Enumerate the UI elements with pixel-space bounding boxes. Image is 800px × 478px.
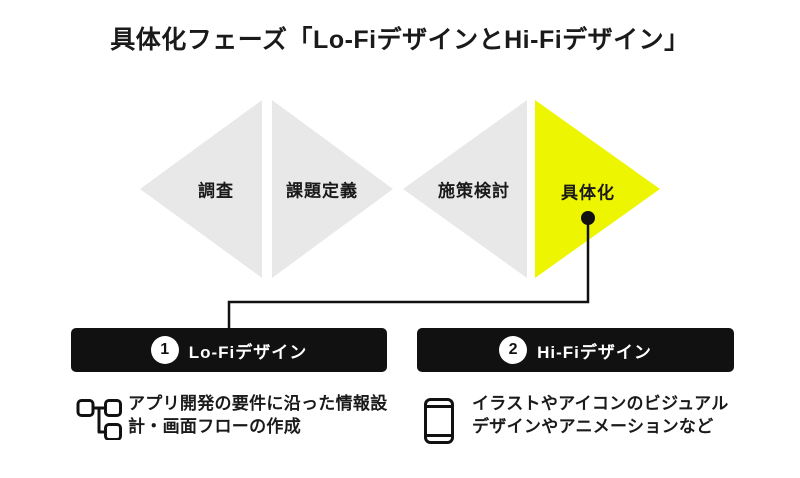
smartphone-icon xyxy=(424,398,454,444)
step-number-badge-1: 1 xyxy=(150,336,179,364)
description-line: 計・画面フローの作成 xyxy=(128,417,301,436)
flow-diagram-icon xyxy=(76,399,122,440)
step-label-lofi: Lo-Fiデザイン xyxy=(188,342,308,362)
phase-triangle-measure-planning xyxy=(403,100,527,278)
step-label-hifi: Hi-Fiデザイン xyxy=(537,342,652,362)
step-description-hifi: イラストやアイコンのビジュアル デザインやアニメーションなど xyxy=(472,392,729,438)
phase-label-problem-definition: 課題定義 xyxy=(286,181,358,201)
description-line: アプリ開発の要件に沿った情報設 xyxy=(128,394,388,413)
phase-label-concretization: 具体化 xyxy=(561,183,615,203)
step-bar-lofi: 1 Lo-Fiデザイン xyxy=(71,328,387,372)
connector-dot xyxy=(581,211,595,225)
phase-triangle-concretization-highlighted xyxy=(535,100,660,278)
connector-line xyxy=(227,218,590,330)
phase-triangle-research xyxy=(140,100,262,278)
description-line: デザインやアニメーションなど xyxy=(472,417,714,436)
phase-label-research: 調査 xyxy=(198,181,234,201)
description-line: イラストやアイコンのビジュアル xyxy=(472,394,729,413)
step-description-lofi: アプリ開発の要件に沿った情報設 計・画面フローの作成 xyxy=(128,392,388,438)
phase-label-measure-planning: 施策検討 xyxy=(438,181,510,201)
step-bar-hifi: 2 Hi-Fiデザイン xyxy=(417,328,734,372)
page-title: 具体化フェーズ「Lo-FiデザインとHi-Fiデザイン」 xyxy=(110,26,690,54)
step-number-badge-2: 2 xyxy=(499,336,528,364)
phase-triangle-problem-definition xyxy=(272,100,393,278)
